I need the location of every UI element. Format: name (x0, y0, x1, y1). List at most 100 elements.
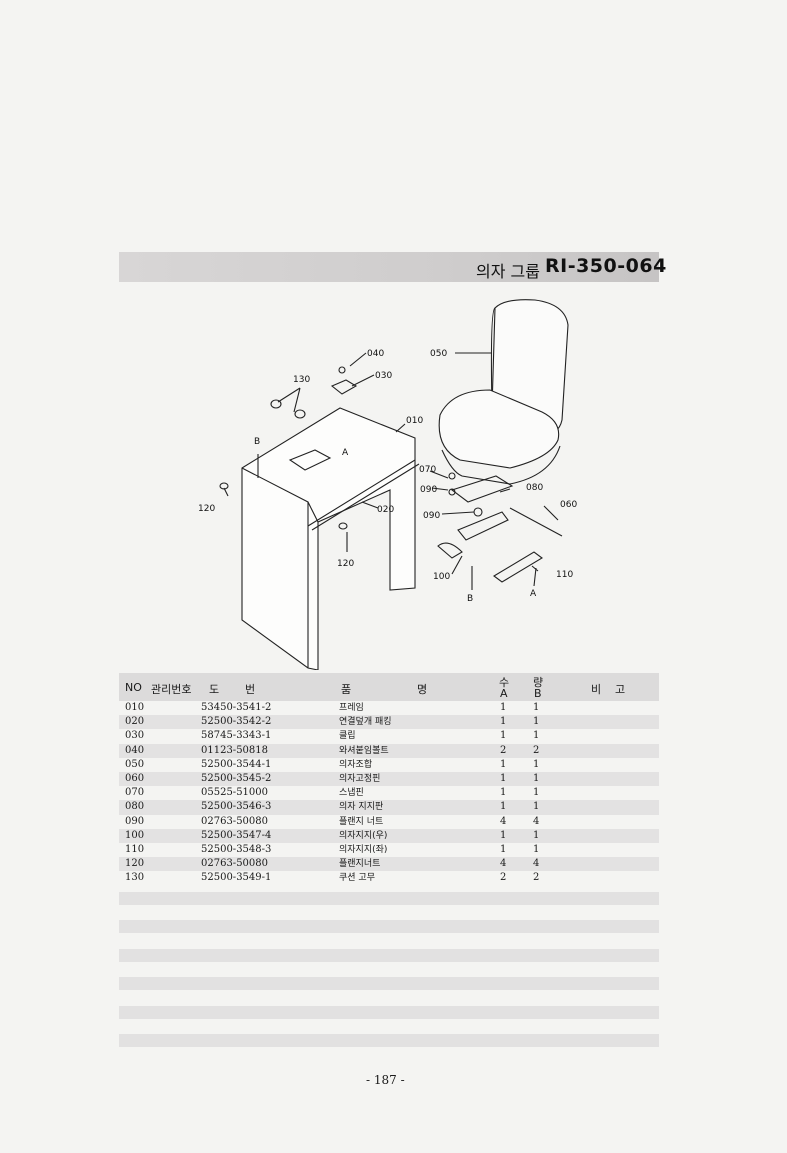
qty-b: 4 (533, 858, 540, 870)
qty-b: 1 (533, 843, 540, 855)
svg-text:050: 050 (430, 349, 447, 359)
qty-b: 1 (533, 716, 540, 728)
empty-row (119, 1006, 659, 1019)
qty-a: 2 (500, 744, 507, 756)
part-name: 스냅핀 (339, 788, 364, 799)
svg-text:B: B (467, 594, 473, 604)
part-number: 52500-3544-1 (201, 758, 272, 770)
qty-a: 1 (500, 730, 507, 742)
qty-b: 4 (533, 815, 540, 827)
row-number: 060 (125, 772, 145, 784)
svg-text:040: 040 (367, 349, 384, 359)
part-number: 53450-3541-2 (201, 702, 272, 713)
page-number: - 187 - (366, 1073, 405, 1087)
part-name: 쿠션 고무 (339, 873, 375, 884)
qty-b: 1 (533, 758, 540, 770)
qty-b: 2 (533, 872, 540, 884)
part-number: 02763-50080 (201, 858, 269, 870)
qty-a: 1 (500, 716, 507, 728)
part-number: 02763-50080 (201, 815, 269, 827)
row-number: 130 (125, 872, 145, 884)
svg-text:130: 130 (293, 375, 310, 385)
parts-table: NO 관리번호 도 번 품 명 수 량 A B 비 고 010 53450-354… (119, 673, 659, 885)
table-row: 060 52500-3545-2 의자고정핀 1 1 (119, 771, 659, 787)
row-number: 040 (125, 744, 145, 756)
svg-text:110: 110 (556, 570, 573, 580)
qty-a: 1 (500, 758, 507, 770)
row-number: 090 (125, 815, 145, 827)
header-mgmt: 관리번호 (151, 683, 192, 696)
qty-a: 1 (500, 787, 507, 799)
empty-row (119, 1034, 659, 1047)
part-number: 52500-3549-1 (201, 872, 272, 884)
table-row: 040 01123-50818 와셔붙임볼트 2 2 (119, 743, 659, 758)
table-row: 090 02763-50080 플랜지 너트 4 4 (119, 815, 659, 829)
row-number: 120 (125, 858, 145, 870)
header-a: A (500, 687, 508, 700)
part-name: 플랜지 너트 (339, 816, 384, 827)
part-number: 52500-3545-2 (201, 772, 272, 784)
svg-text:030: 030 (375, 371, 392, 381)
qty-a: 1 (500, 801, 507, 813)
row-number: 070 (125, 787, 145, 799)
part-number: 52500-3548-3 (201, 843, 272, 855)
part-name: 의자고정핀 (339, 773, 381, 784)
qty-b: 1 (533, 730, 540, 742)
title-band (119, 252, 659, 282)
header-no: NO (125, 681, 142, 694)
header-go: 고 (615, 683, 626, 696)
qty-b: 1 (533, 772, 540, 784)
empty-row (119, 892, 659, 905)
svg-text:080: 080 (526, 483, 543, 493)
header-myeong: 명 (417, 683, 428, 696)
header-do: 도 (209, 683, 220, 696)
part-number: 05525-51000 (201, 787, 269, 799)
exploded-parts-diagram: 050 040 030 130 010 B A 120 020 120 070 … (198, 299, 577, 670)
qty-a: 4 (500, 815, 507, 827)
qty-b: 1 (533, 801, 540, 813)
qty-a: 1 (500, 772, 507, 784)
svg-text:090: 090 (423, 511, 440, 521)
part-number: 01123-50818 (201, 744, 269, 756)
svg-text:A: A (342, 448, 349, 458)
svg-text:120: 120 (198, 504, 215, 514)
part-name: 클립 (339, 731, 356, 742)
svg-text:A: A (530, 589, 537, 599)
header-beon: 번 (245, 683, 256, 696)
empty-row (119, 949, 659, 962)
svg-text:090: 090 (420, 485, 437, 495)
svg-text:070: 070 (419, 465, 436, 475)
group-title: 의자 그룹 (476, 262, 540, 281)
qty-a: 1 (500, 702, 507, 713)
header-pum: 품 (341, 683, 352, 696)
part-name: 와셔붙임볼트 (339, 745, 389, 756)
svg-text:B: B (254, 437, 260, 447)
qty-a: 4 (500, 858, 507, 870)
svg-text:020: 020 (377, 505, 394, 515)
header-bi: 비 (591, 683, 602, 696)
part-name: 의자지지(좌) (339, 844, 388, 855)
part-number: 52500-3547-4 (201, 829, 272, 841)
part-name: 의자지지(우) (339, 830, 388, 841)
part-name: 연결덮개 패킹 (339, 717, 392, 728)
qty-a: 1 (500, 843, 507, 855)
table-header: NO 관리번호 도 번 품 명 수 량 A B 비 고 (119, 673, 659, 701)
row-number: 080 (125, 801, 145, 813)
part-name: 의자 지지판 (339, 802, 384, 813)
row-number: 010 (125, 702, 145, 713)
svg-text:010: 010 (406, 416, 423, 426)
row-number: 030 (125, 730, 145, 742)
qty-b: 2 (533, 744, 540, 756)
svg-text:060: 060 (560, 500, 577, 510)
part-number: 52500-3542-2 (201, 716, 272, 728)
